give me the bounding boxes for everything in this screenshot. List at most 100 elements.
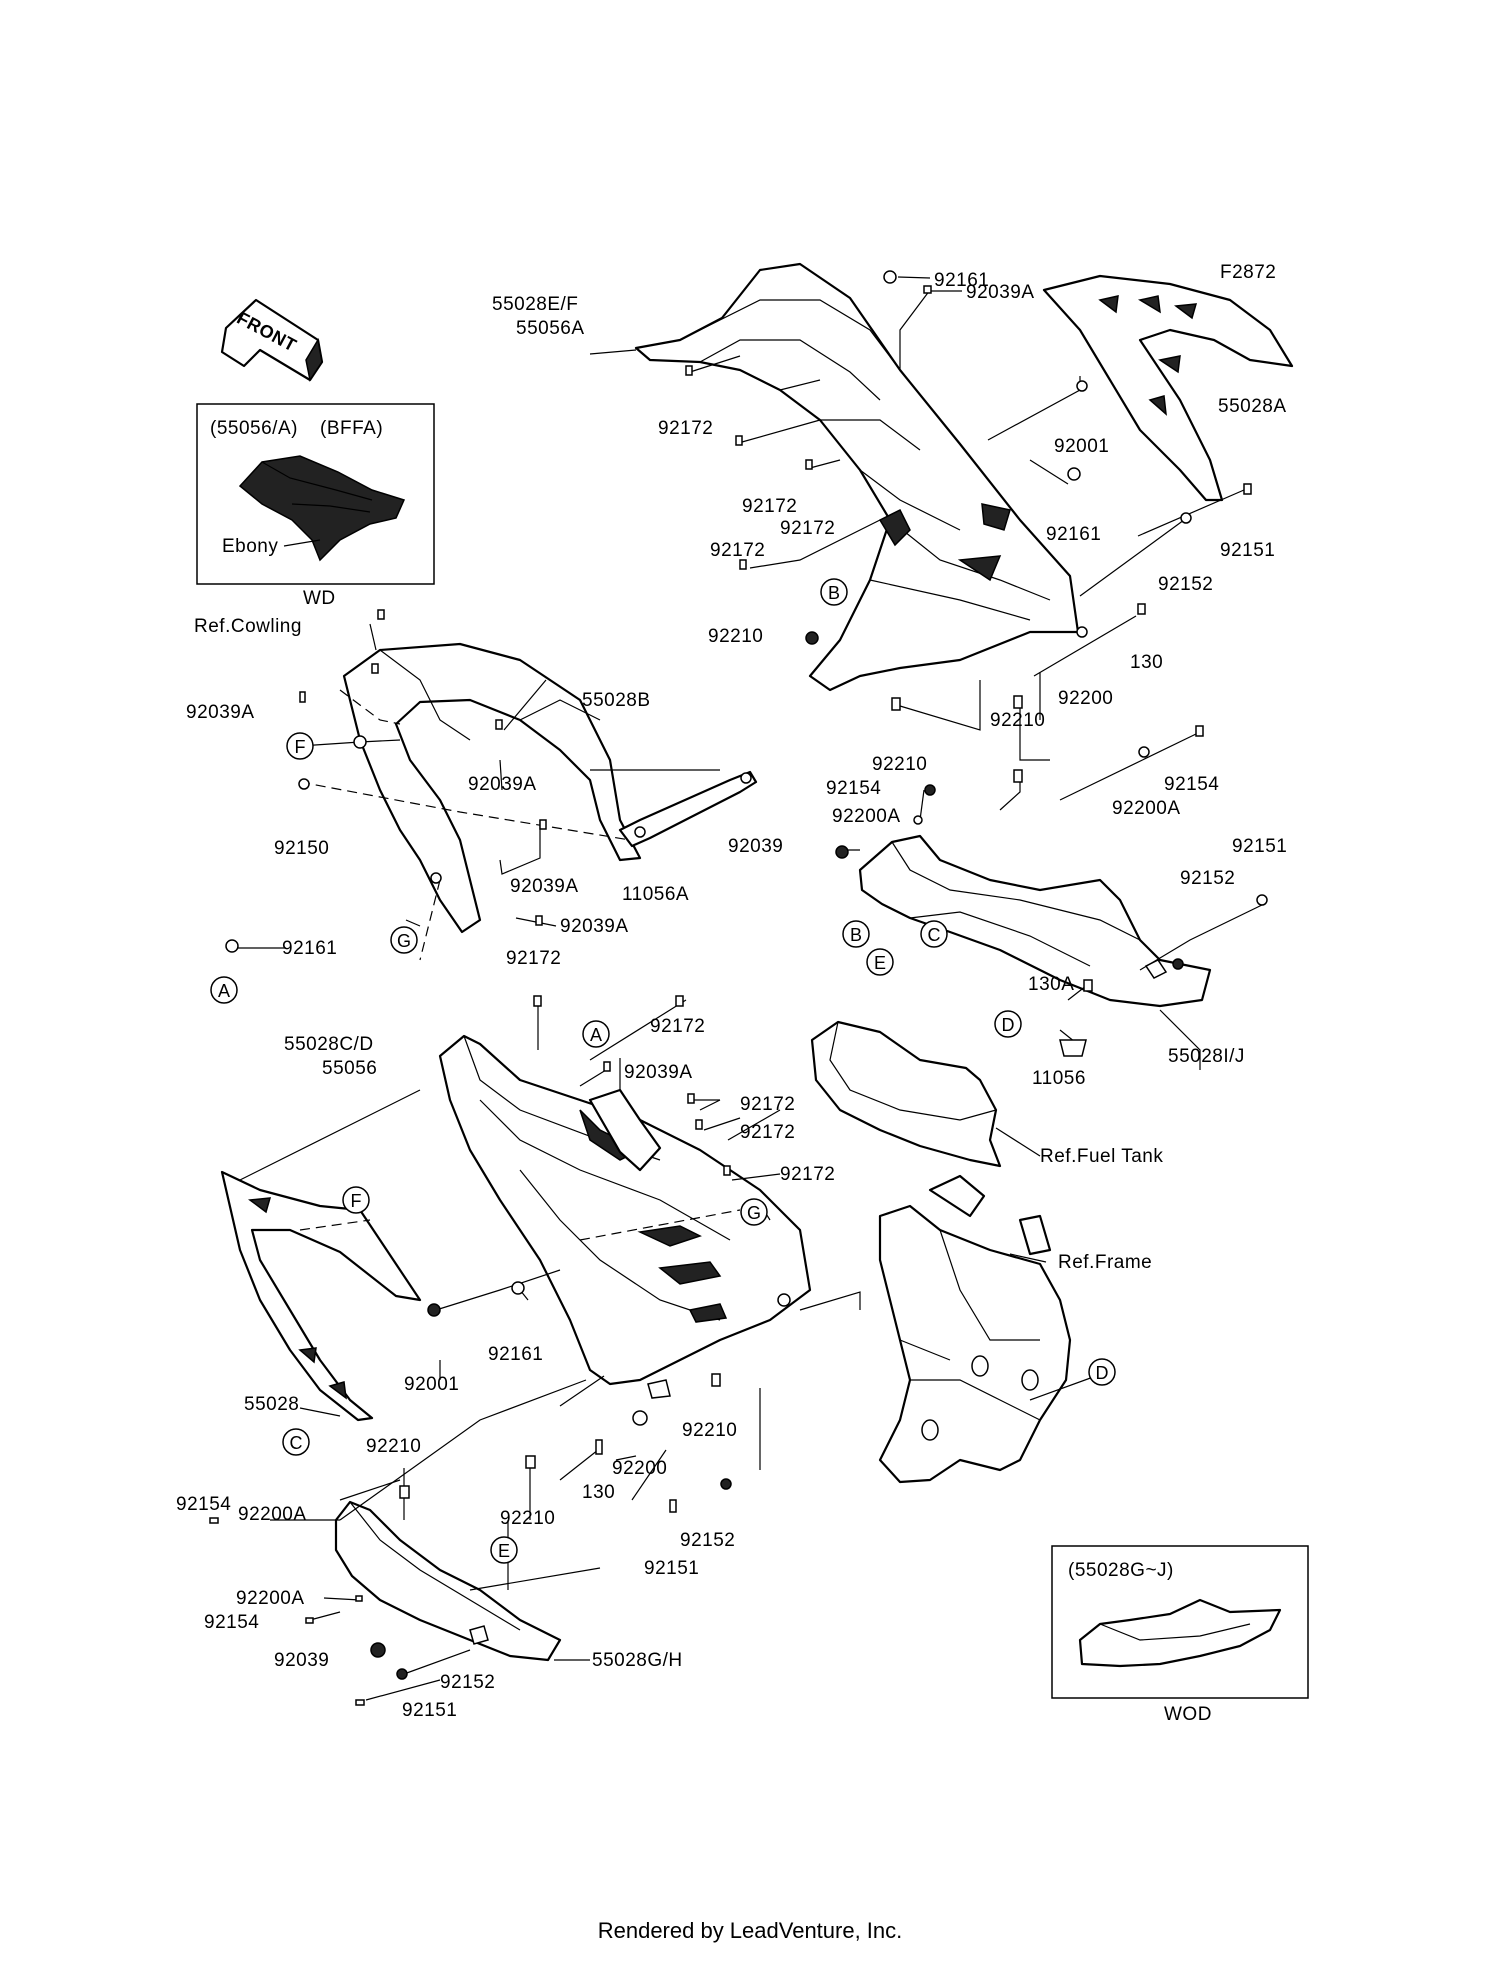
label-11056a: 11056A	[622, 884, 689, 905]
label-55056: 55056	[322, 1058, 377, 1079]
label-55028gh: 55028G/H	[592, 1650, 683, 1671]
bracket-11056a	[618, 770, 758, 848]
label-92039a-l1: 92039A	[186, 702, 255, 723]
label-92039a-l3: 92039A	[510, 876, 579, 897]
label-92210-top: 92210	[708, 626, 763, 647]
callout-g-mid: G	[740, 1198, 768, 1226]
label-92172-m1: 92172	[506, 948, 561, 969]
label-92172-m5: 92172	[780, 1164, 835, 1185]
callout-f-left: F	[286, 732, 314, 760]
lower-panel-55028cd	[438, 1034, 812, 1386]
inset-wd: (55056/A) (BFFA) Ebony WD	[196, 403, 435, 609]
label-92152-top: 92152	[1158, 574, 1213, 595]
label-130a: 130A	[1028, 974, 1074, 995]
inset-wd-color-label: Ebony	[222, 536, 278, 557]
side-panel-55028	[220, 1170, 422, 1422]
label-ref-cowling: Ref.Cowling	[194, 616, 302, 637]
label-55028ij: 55028I/J	[1168, 1046, 1245, 1067]
svg-text:E: E	[498, 1541, 510, 1561]
footer-credit: Rendered by LeadVenture, Inc.	[597, 1918, 903, 1943]
label-ref-frame: Ref.Frame	[1058, 1252, 1152, 1273]
svg-text:B: B	[828, 583, 840, 603]
label-92151-b: 92151	[644, 1558, 699, 1579]
label-92154-b1: 92154	[176, 1494, 231, 1515]
inset-wd-header-left: (55056/A)	[210, 418, 298, 439]
label-92161-top: 92161	[934, 270, 989, 291]
callout-c-right: C	[920, 920, 948, 948]
svg-text:G: G	[397, 931, 411, 951]
label-92161-mid: 92161	[1046, 524, 1101, 545]
label-92172-d: 92172	[710, 540, 765, 561]
inner-cowl-55028b	[342, 642, 642, 934]
label-92200-top: 92200	[1058, 688, 1113, 709]
svg-text:C: C	[290, 1433, 303, 1453]
frame-ref	[878, 1174, 1072, 1484]
label-55028ef: 55028E/F	[492, 294, 578, 315]
callout-a-left: A	[210, 976, 238, 1004]
label-92210-b3: 92210	[500, 1508, 555, 1529]
label-92210-b2: 92210	[366, 1436, 421, 1457]
callout-g-left: G	[390, 926, 418, 954]
label-ref-fuel-tank: Ref.Fuel Tank	[1040, 1146, 1163, 1167]
callout-c-bottom: C	[282, 1428, 310, 1456]
label-92172-b: 92172	[742, 496, 797, 517]
svg-text:E: E	[874, 953, 886, 973]
label-55056a: 55056A	[516, 318, 585, 339]
label-92200a-r2: 92200A	[1112, 798, 1181, 819]
hardware-markers	[209, 270, 1268, 1706]
callout-d-right: D	[994, 1010, 1022, 1038]
label-92172-m4: 92172	[740, 1122, 795, 1143]
label-92001-b: 92001	[404, 1374, 459, 1395]
label-92210-c: 92210	[872, 754, 927, 775]
label-92210-b: 92210	[990, 710, 1045, 731]
label-11056: 11056	[1032, 1068, 1086, 1089]
svg-text:F: F	[295, 737, 306, 757]
inset-wd-cowl-shape	[238, 455, 406, 562]
label-55028: 55028	[244, 1394, 299, 1415]
label-92152-b2: 92152	[440, 1672, 495, 1693]
label-92200a-b1: 92200A	[238, 1504, 307, 1525]
svg-text:D: D	[1096, 1363, 1109, 1383]
svg-text:C: C	[928, 925, 941, 945]
leader-lines	[232, 276, 1265, 1701]
label-92200a-r1: 92200A	[832, 806, 901, 827]
label-92200a-b2: 92200A	[236, 1588, 305, 1609]
label-130-top: 130	[1130, 652, 1163, 673]
side-panel-55028a	[1042, 274, 1294, 502]
label-92001-top: 92001	[1054, 436, 1109, 457]
inset-wod-frame	[1051, 1545, 1309, 1699]
label-92200-b: 92200	[612, 1458, 667, 1479]
label-92039a-l2: 92039A	[468, 774, 537, 795]
label-55028a: 55028A	[1218, 396, 1287, 417]
label-92154-b2: 92154	[204, 1612, 259, 1633]
label-92039a-l4: 92039A	[560, 916, 629, 937]
callout-e-bottom: E	[490, 1536, 518, 1564]
label-92172-c: 92172	[780, 518, 835, 539]
label-92172-a: 92172	[658, 418, 713, 439]
inset-wd-frame	[196, 403, 435, 585]
inset-wod: (55028G~J) WOD	[1051, 1545, 1309, 1725]
svg-text:A: A	[218, 981, 230, 1001]
fuel-tank-ref	[810, 1020, 1002, 1168]
label-130-b: 130	[582, 1482, 615, 1503]
label-92152-b: 92152	[680, 1530, 735, 1551]
diagram-code: F2872	[1220, 262, 1276, 283]
label-55028b: 55028B	[582, 690, 651, 711]
callout-d-frame: D	[1088, 1358, 1116, 1386]
inset-wod-header: (55028G~J)	[1068, 1560, 1174, 1581]
label-92154-r1: 92154	[826, 778, 881, 799]
inset-wod-caption: WOD	[1164, 1704, 1212, 1725]
label-92150: 92150	[274, 838, 329, 859]
lower-cowl-55028gh	[334, 1500, 562, 1662]
svg-text:G: G	[747, 1203, 761, 1223]
label-55028cd: 55028C/D	[284, 1034, 374, 1055]
label-92151-top: 92151	[1220, 540, 1275, 561]
inset-wd-caption: WD	[303, 588, 336, 609]
callout-e-right: E	[866, 948, 894, 976]
callout-f-mid: F	[342, 1186, 370, 1214]
label-92039-r: 92039	[728, 836, 783, 857]
callout-b-right: B	[842, 920, 870, 948]
callout-a-mid: A	[582, 1020, 610, 1048]
label-92161-l: 92161	[282, 938, 337, 959]
